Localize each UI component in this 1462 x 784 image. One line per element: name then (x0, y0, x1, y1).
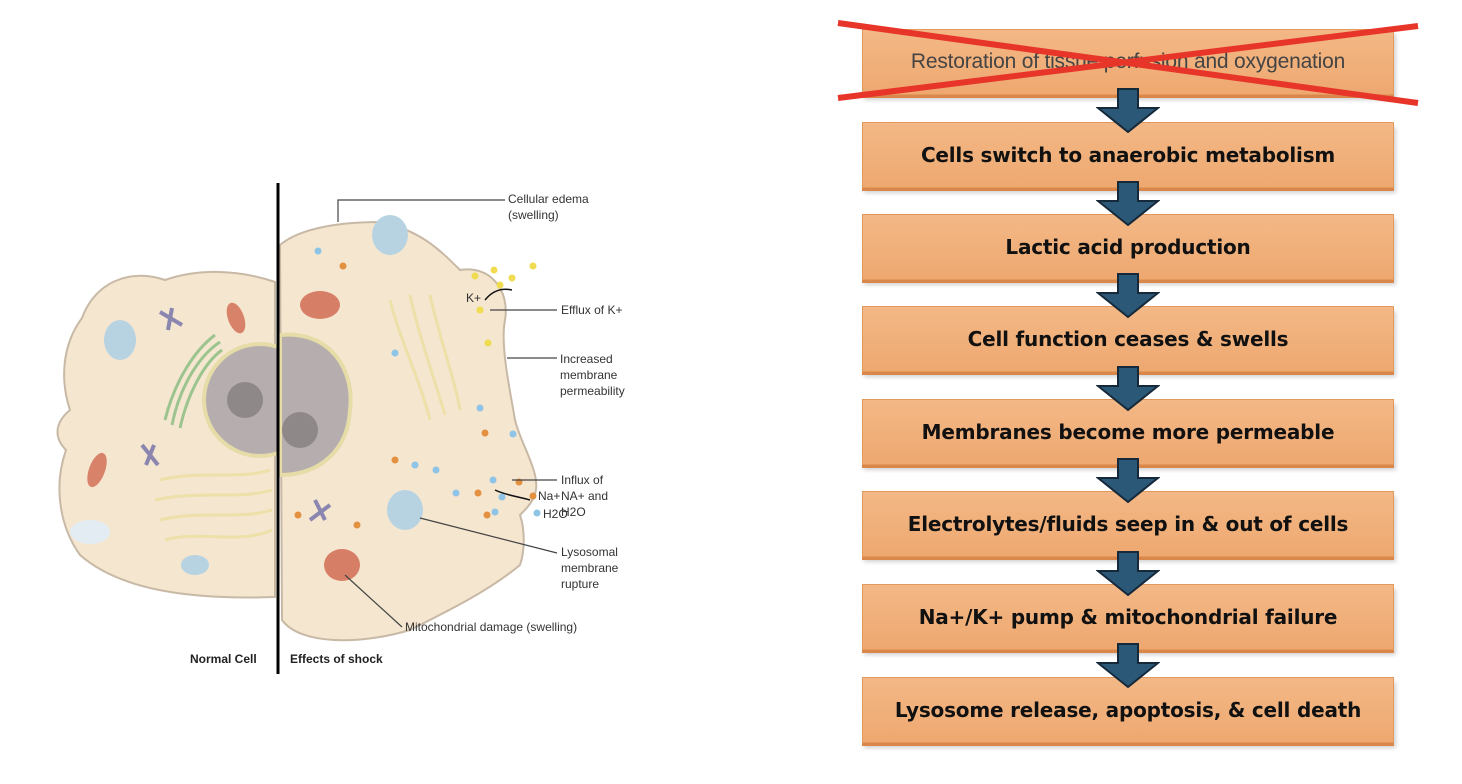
label-permeability-2: membrane (560, 368, 618, 382)
label-influx-3: H2O (561, 505, 586, 519)
flow-step-restoration: Restoration of tissue perfusion and oxyg… (862, 29, 1394, 95)
label-lysosomal-2: membrane (561, 561, 619, 575)
down-arrow-icon (1096, 181, 1160, 227)
label-h2o: H2O (543, 507, 568, 521)
label-lysosomal-3: rupture (561, 577, 599, 591)
down-arrow-icon (1096, 643, 1160, 689)
down-arrow-icon (1096, 551, 1160, 597)
down-arrow-icon (1096, 366, 1160, 412)
cell-shock-illustration: Cellular edema (swelling) K+ Efflux of K… (56, 183, 625, 674)
shock-cell-body (278, 220, 538, 642)
label-mito-damage: Mitochondrial damage (swelling) (405, 620, 577, 634)
label-k-plus: K+ (466, 291, 481, 305)
label-permeability-1: Increased (560, 352, 613, 366)
down-arrow-icon (1096, 458, 1160, 504)
label-efflux: Efflux of K+ (561, 303, 622, 317)
caption-normal-cell: Normal Cell (190, 652, 257, 666)
label-permeability-3: permeability (560, 384, 625, 398)
label-cellular-edema: Cellular edema (508, 192, 589, 206)
caption-effects-of-shock: Effects of shock (290, 652, 383, 666)
label-influx-2: NA+ and (561, 489, 608, 503)
down-arrow-icon (1096, 88, 1160, 134)
label-cellular-edema-2: (swelling) (508, 208, 559, 222)
label-lysosomal-1: Lysosomal (561, 545, 618, 559)
down-arrow-icon (1096, 273, 1160, 319)
label-na-plus: Na+ (538, 489, 560, 503)
label-influx-1: Influx of (561, 473, 604, 487)
